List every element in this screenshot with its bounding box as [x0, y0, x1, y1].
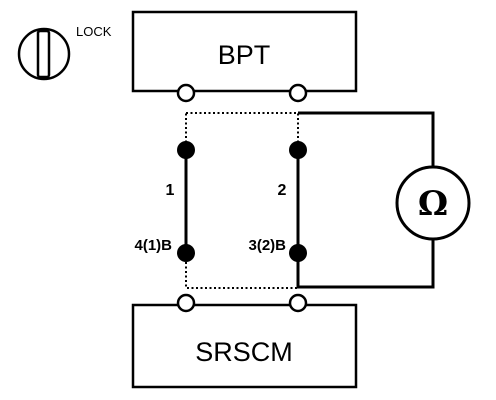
lock-label: LOCK: [76, 24, 112, 39]
terminal-top-right: [288, 83, 308, 103]
connector-bottom: SRSCM: [131, 303, 358, 389]
connector-top-label: BPT: [218, 40, 271, 70]
meter-lead-bottom: [296, 239, 435, 289]
probe-point-2-bottom: [289, 244, 307, 262]
probe-point-1-top: [177, 141, 195, 159]
pin-label-2: 3(2)B: [248, 237, 286, 254]
terminal-top-left: [176, 83, 196, 103]
ohmmeter-icon: Ω: [395, 165, 471, 241]
connector-top: BPT: [131, 10, 358, 93]
connector-bottom-box: [131, 303, 358, 389]
wire-1-label: 1: [166, 182, 175, 199]
ohm-symbol: Ω: [418, 184, 448, 224]
terminal-bottom-left: [176, 293, 196, 313]
pin-label-1: 4(1)B: [134, 237, 172, 254]
connector-top-box: [131, 10, 358, 93]
probe-point-2-top: [289, 141, 307, 159]
ignition-key-icon: [17, 27, 71, 81]
harness-outline: [185, 112, 299, 289]
probe-point-1-bottom: [177, 244, 195, 262]
wire-2-label: 2: [278, 182, 287, 199]
terminal-bottom-right: [288, 293, 308, 313]
connector-bottom-label: SRSCM: [195, 337, 293, 367]
meter-lead-top: [298, 111, 435, 169]
